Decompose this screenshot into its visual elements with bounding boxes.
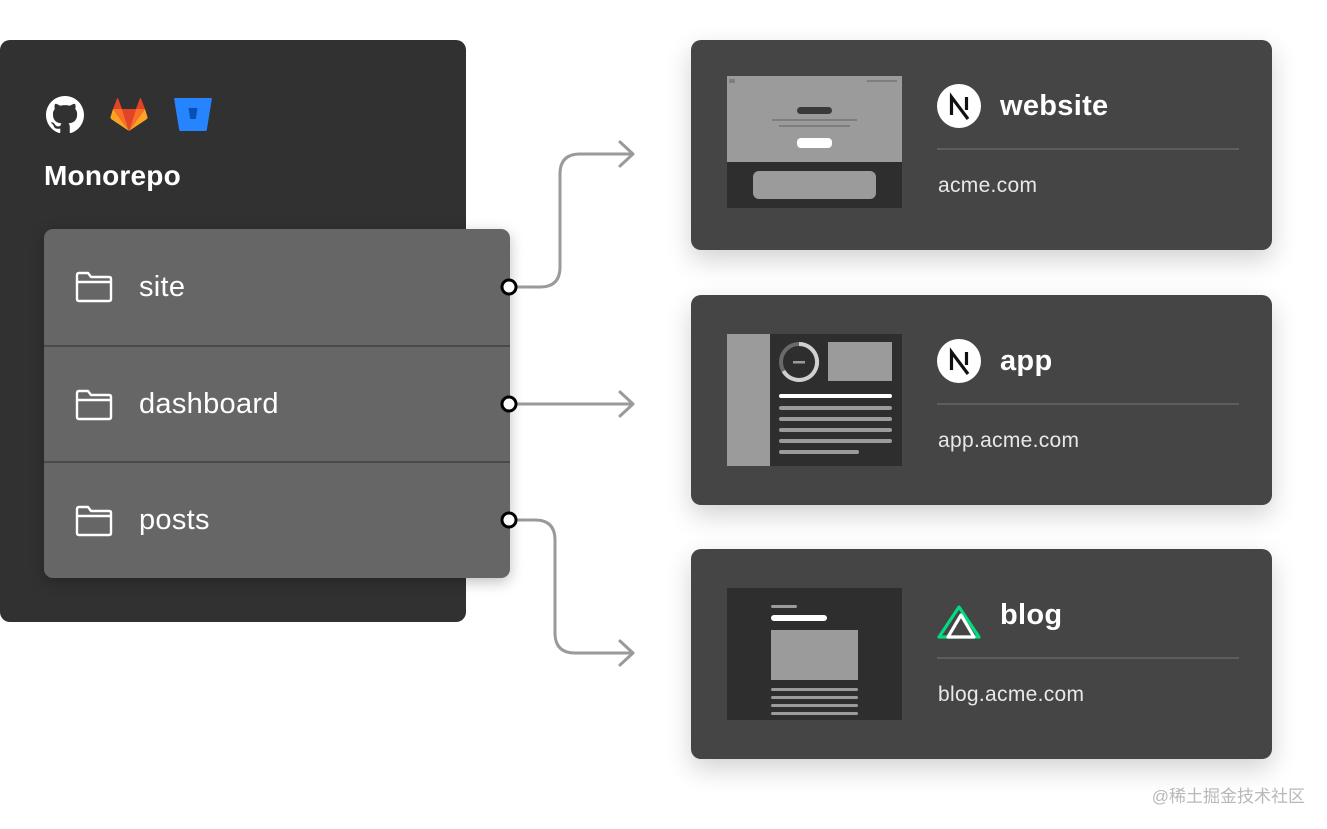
nuxt-icon <box>937 605 981 639</box>
nextjs-icon <box>937 84 981 128</box>
bitbucket-icon <box>174 98 212 131</box>
gitlab-icon <box>110 98 148 131</box>
folder-icon <box>75 389 113 421</box>
watermark: @稀土掘金技术社区 <box>1151 787 1305 806</box>
blog-thumbnail <box>727 588 902 720</box>
project-domain[interactable]: blog.acme.com <box>938 683 1085 706</box>
folder-row-site[interactable]: site <box>44 229 510 345</box>
folder-row-posts[interactable]: posts <box>44 461 510 577</box>
project-domain[interactable]: app.acme.com <box>938 429 1080 452</box>
folder-icon <box>75 505 113 537</box>
folder-list: site dashboard posts <box>44 229 510 578</box>
arrowhead <box>618 639 635 667</box>
folder-label: site <box>139 270 186 303</box>
git-provider-icons <box>46 96 212 134</box>
dashboard-thumbnail <box>727 334 902 466</box>
project-domain[interactable]: acme.com <box>938 174 1038 197</box>
connector-posts-blog <box>507 518 634 655</box>
folder-row-dashboard[interactable]: dashboard <box>44 345 510 461</box>
arrowhead <box>618 390 635 418</box>
project-card-app[interactable]: app app.acme.com <box>691 295 1272 505</box>
arrowhead <box>618 140 635 168</box>
landing-page-thumbnail <box>727 76 902 208</box>
repo-title: Monorepo <box>44 160 181 191</box>
project-name: blog <box>1000 599 1063 631</box>
project-name: website <box>1000 90 1109 122</box>
folder-icon <box>75 271 113 303</box>
divider <box>937 148 1239 150</box>
project-card-website[interactable]: website acme.com <box>691 40 1272 250</box>
folder-label: posts <box>139 503 210 536</box>
project-name: app <box>1000 345 1053 377</box>
connector-site-website <box>507 152 634 289</box>
divider <box>937 657 1239 659</box>
nextjs-icon <box>937 339 981 383</box>
project-card-blog[interactable]: blog blog.acme.com <box>691 549 1272 759</box>
github-icon <box>46 96 84 134</box>
divider <box>937 403 1239 405</box>
folder-label: dashboard <box>139 387 279 420</box>
